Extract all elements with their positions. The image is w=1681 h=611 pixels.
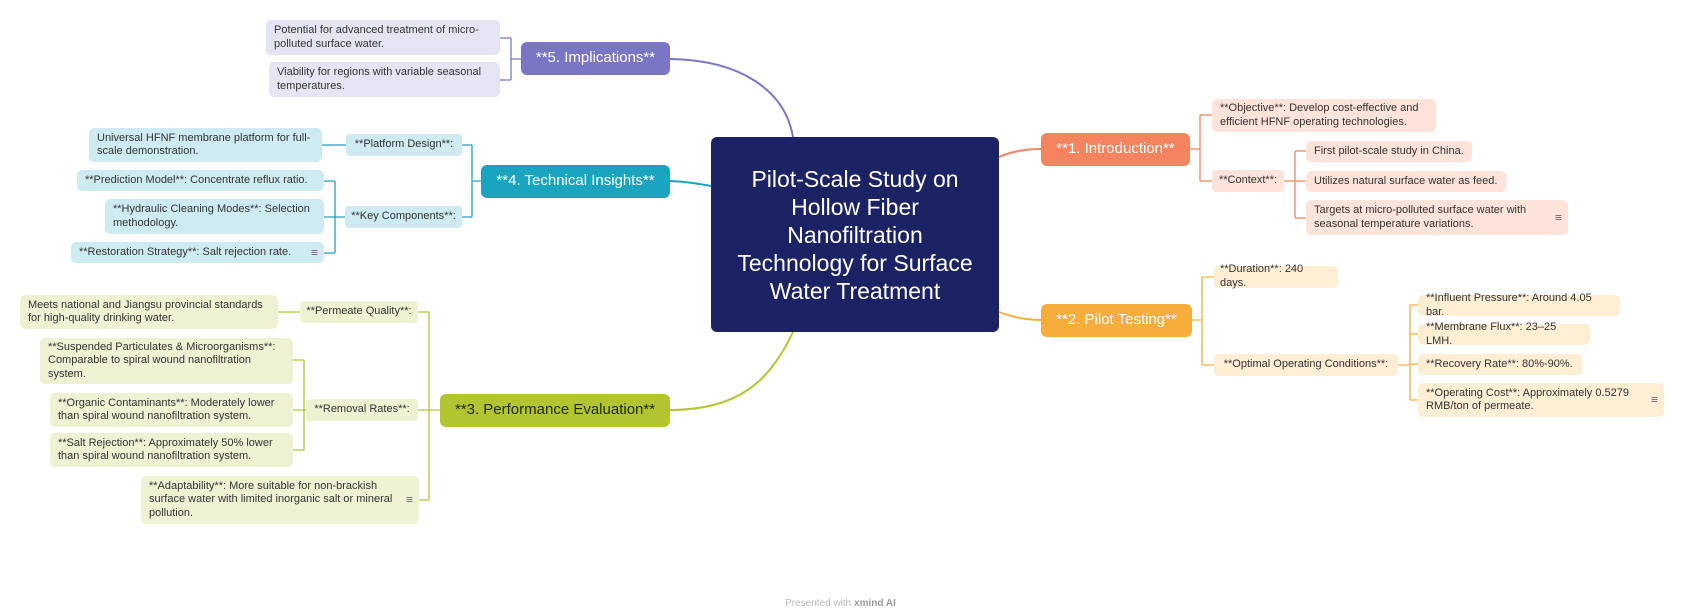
note-icon[interactable]: ≡	[1650, 392, 1658, 407]
note-icon[interactable]: ≡	[405, 492, 413, 507]
edge-root-performance	[669, 331, 794, 411]
pilot-duration[interactable]: **Duration**: 240 days.	[1214, 263, 1338, 289]
note-icon[interactable]: ≡	[1554, 209, 1562, 224]
branch-technical-label: **4. Technical Insights**	[496, 172, 655, 190]
performance-permeate-quality[interactable]: **Permeate Quality**:	[300, 301, 418, 323]
presented-with-footer: Presented with xmind AI	[785, 598, 896, 609]
context-item-2[interactable]: Utilizes natural surface water as feed.	[1306, 171, 1506, 192]
optimal-item-3[interactable]: **Recovery Rate**: 80%-90%.	[1418, 354, 1582, 375]
branch-pilot-testing-label: **2. Pilot Testing**	[1056, 311, 1177, 329]
optimal-item-1[interactable]: **Influent Pressure**: Around 4.05 bar.	[1418, 292, 1620, 318]
introduction-objective[interactable]: **Objective**: Develop cost-effective an…	[1212, 99, 1436, 132]
optimal-item-2[interactable]: **Membrane Flux**: 23–25 LMH.	[1418, 321, 1590, 347]
edge-root-introduction	[998, 148, 1042, 158]
removal-item-1[interactable]: **Suspended Particulates & Microorganism…	[40, 338, 293, 384]
removal-item-3[interactable]: **Salt Rejection**: Approximately 50% lo…	[50, 433, 293, 467]
performance-removal-rates[interactable]: **Removal Rates**:	[306, 399, 418, 421]
context-item-3[interactable]: Targets at micro-polluted surface water …	[1306, 200, 1568, 235]
implications-item-2[interactable]: Viability for regions with variable seas…	[269, 62, 500, 97]
branch-performance-label: **3. Performance Evaluation**	[454, 401, 656, 419]
edge-root-technical	[669, 180, 712, 187]
platform-item[interactable]: Universal HFNF membrane platform for ful…	[89, 128, 322, 162]
branch-introduction-label: **1. Introduction**	[1056, 140, 1175, 158]
note-icon[interactable]: ≡	[310, 244, 318, 259]
branch-technical-insights[interactable]: **4. Technical Insights**	[481, 165, 670, 198]
key-item-2[interactable]: **Hydraulic Cleaning Modes**: Selection …	[105, 199, 324, 234]
central-topic[interactable]: Pilot-Scale Study on Hollow Fiber Nanofi…	[711, 137, 999, 332]
edge-root-pilot	[998, 311, 1042, 321]
technical-key-components[interactable]: **Key Components**:	[345, 206, 462, 228]
implications-item-1[interactable]: Potential for advanced treatment of micr…	[266, 20, 500, 55]
optimal-item-4[interactable]: **Operating Cost**: Approximately 0.5279…	[1418, 383, 1664, 417]
key-item-3[interactable]: **Restoration Strategy**: Salt rejection…	[71, 242, 324, 263]
branch-introduction[interactable]: **1. Introduction**	[1041, 133, 1190, 166]
removal-item-2[interactable]: **Organic Contaminants**: Moderately low…	[50, 393, 293, 427]
key-item-1[interactable]: **Prediction Model**: Concentrate reflux…	[77, 170, 324, 191]
performance-adaptability[interactable]: **Adaptability**: More suitable for non-…	[141, 476, 419, 524]
pilot-optimal-conditions[interactable]: **Optimal Operating Conditions**:	[1214, 354, 1398, 376]
edge-root-implications	[669, 58, 794, 138]
branch-implications-label: **5. Implications**	[535, 49, 656, 67]
xmind-ai-brand: xmind AI	[854, 598, 896, 609]
context-item-1[interactable]: First pilot-scale study in China.	[1306, 141, 1472, 162]
introduction-context[interactable]: **Context**:	[1212, 170, 1284, 192]
permeate-item[interactable]: Meets national and Jiangsu provincial st…	[20, 295, 278, 329]
branch-performance-evaluation[interactable]: **3. Performance Evaluation**	[440, 394, 670, 427]
branch-pilot-testing[interactable]: **2. Pilot Testing**	[1041, 304, 1192, 337]
central-topic-title: Pilot-Scale Study on Hollow Fiber Nanofi…	[737, 165, 973, 304]
branch-implications[interactable]: **5. Implications**	[521, 42, 670, 75]
technical-platform-design[interactable]: **Platform Design**:	[346, 134, 462, 156]
